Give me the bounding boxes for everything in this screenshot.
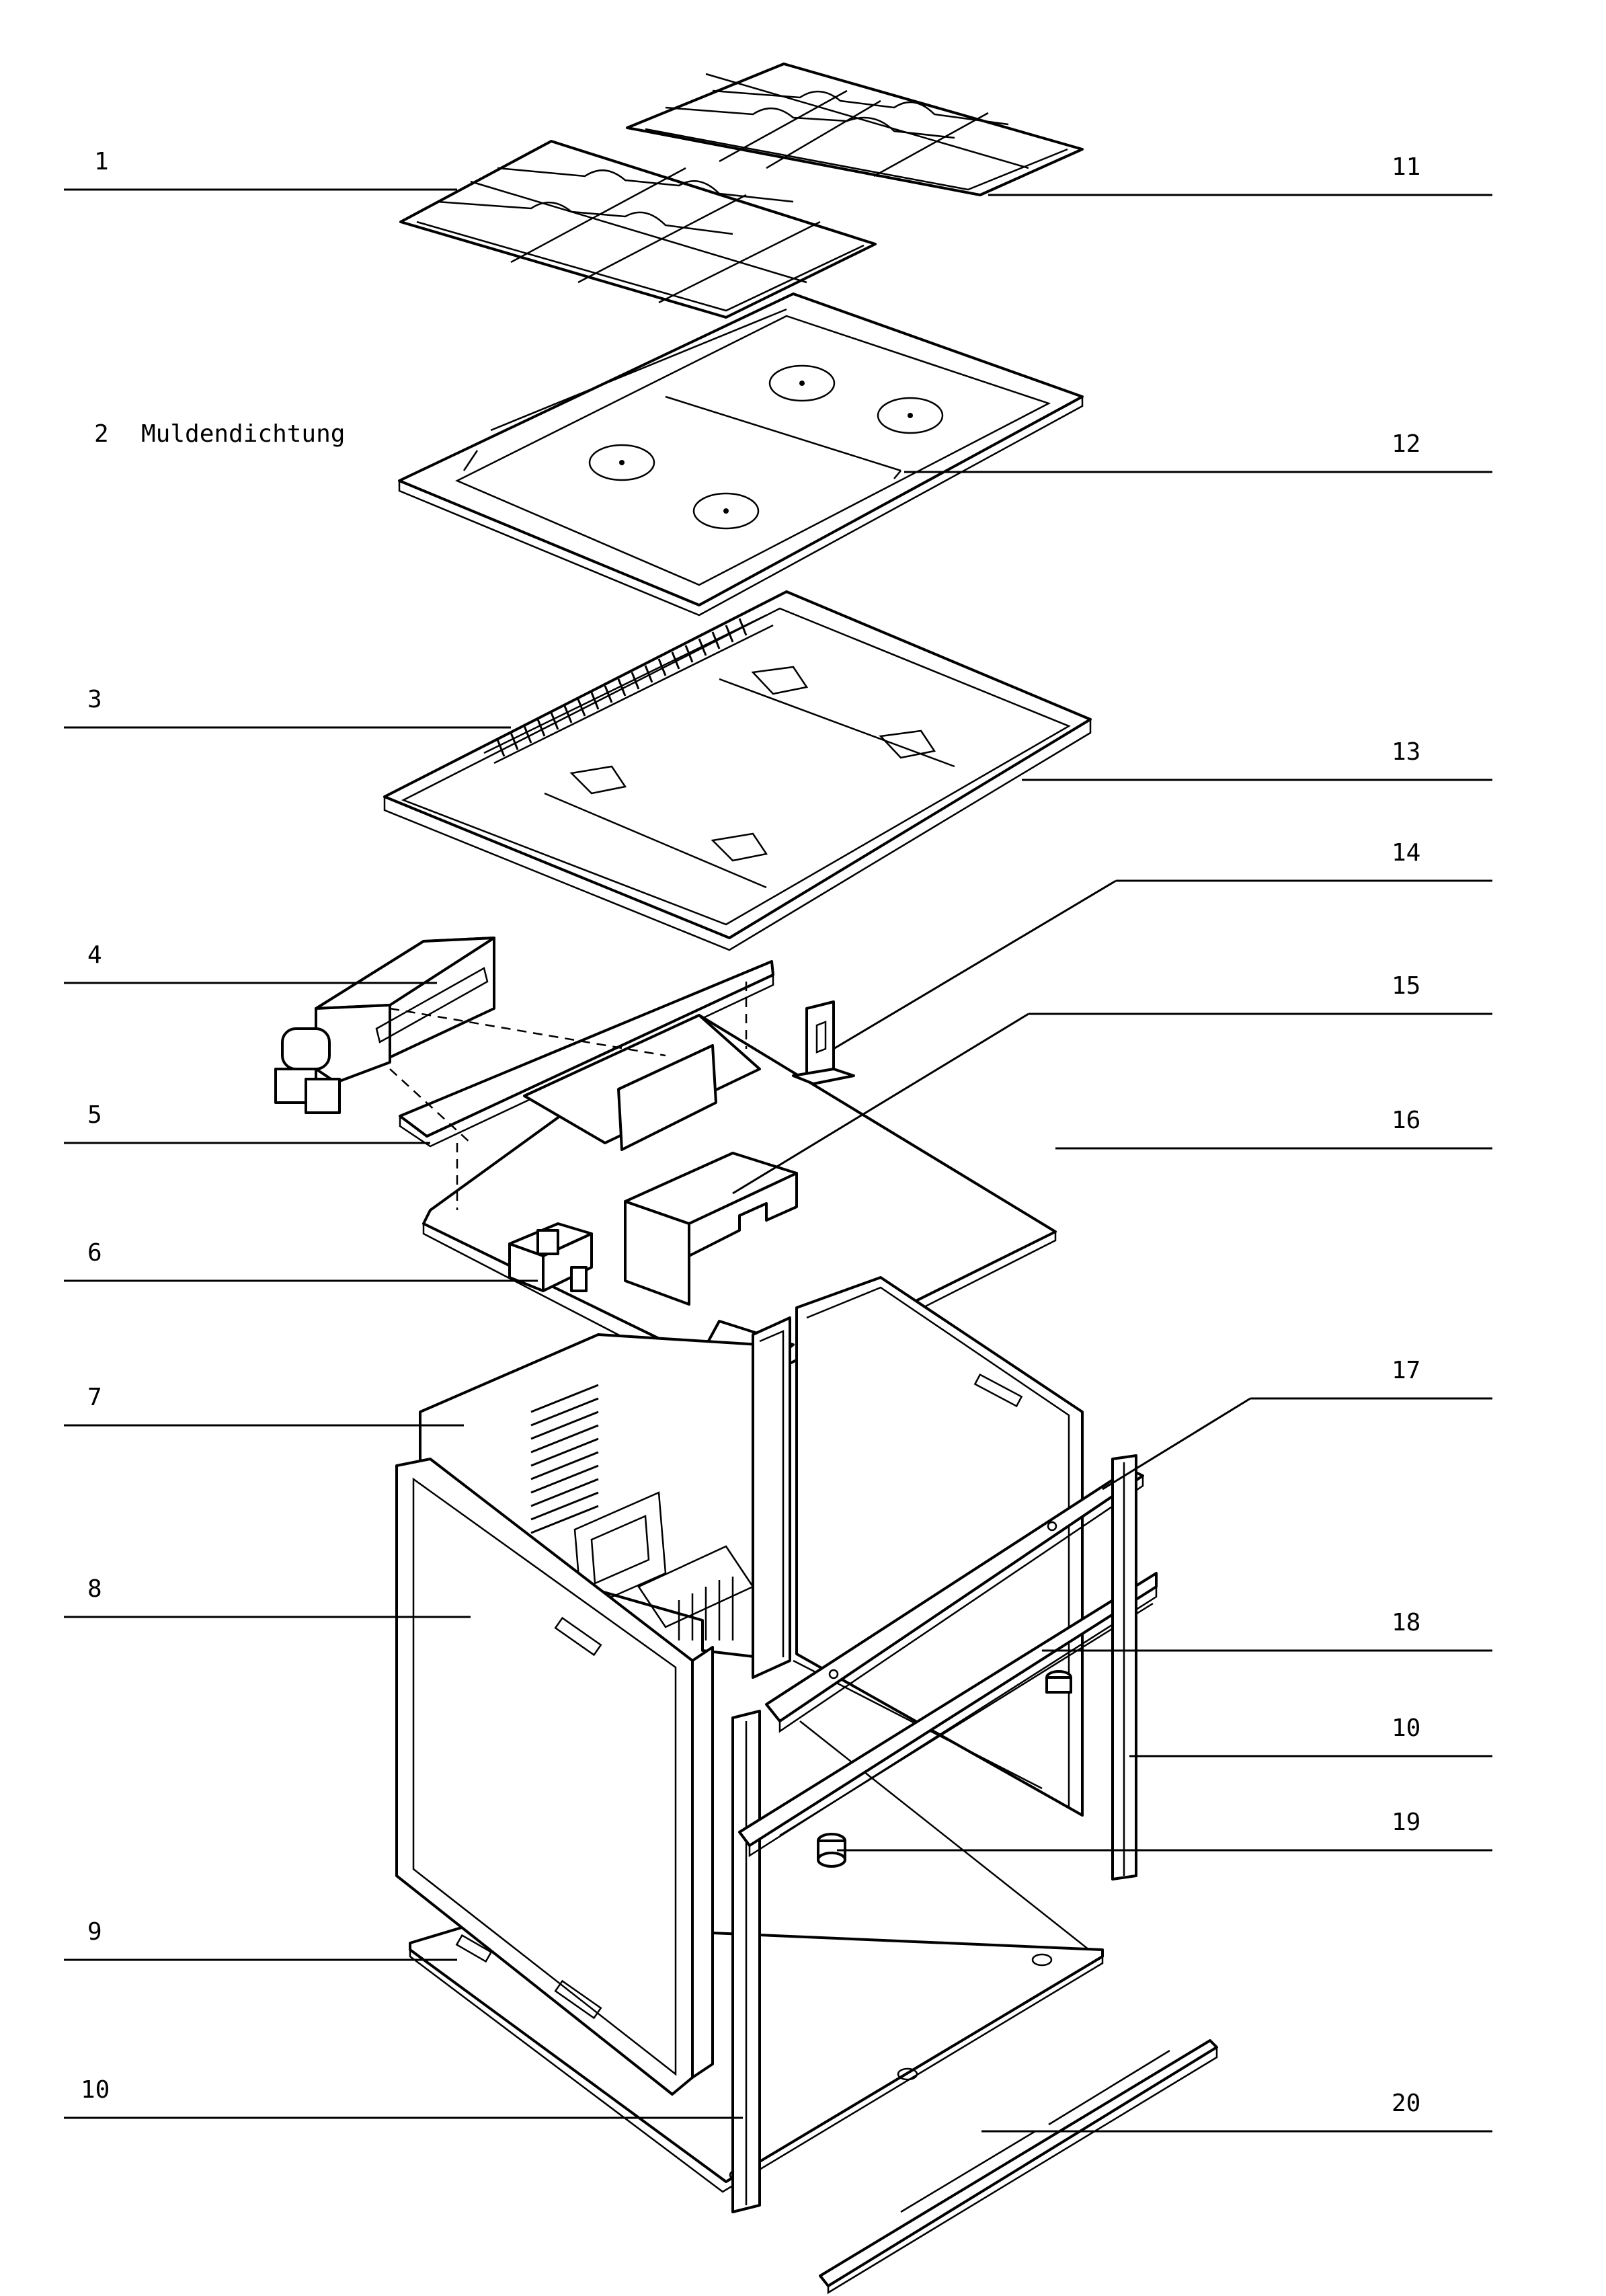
part-12-hob-top bbox=[398, 292, 1084, 617]
callout-9: 9 bbox=[87, 1918, 102, 1946]
part-19-foot bbox=[817, 1670, 1072, 1868]
part-20-plinth-strip bbox=[819, 2039, 1218, 2295]
callout-7: 7 bbox=[87, 1384, 102, 1411]
callout-4: 4 bbox=[87, 941, 102, 969]
leader-14b bbox=[833, 879, 1117, 1050]
callout-labels: 1 2 Muldendichtung 3 4 5 6 7 8 9 10 11 1… bbox=[81, 148, 1420, 2117]
callout-2: 2 bbox=[94, 420, 109, 448]
part-10-post-right bbox=[1111, 1454, 1137, 1881]
assembly-guide-lines bbox=[389, 982, 748, 1210]
callout-2-name: Muldendichtung bbox=[141, 420, 345, 448]
callout-20: 20 bbox=[1392, 2090, 1420, 2117]
callout-13: 13 bbox=[1392, 738, 1420, 766]
callout-14: 14 bbox=[1392, 839, 1420, 867]
callout-3: 3 bbox=[87, 686, 102, 713]
callout-16: 16 bbox=[1392, 1107, 1420, 1134]
callout-12: 12 bbox=[1392, 430, 1420, 458]
part-17-upper-rail bbox=[765, 1468, 1144, 1733]
part-10-post-left bbox=[731, 1710, 761, 2213]
part-4-control-unit bbox=[274, 937, 495, 1114]
callout-19: 19 bbox=[1392, 1809, 1420, 1836]
leader-17b bbox=[1102, 1397, 1251, 1491]
callout-8: 8 bbox=[87, 1575, 102, 1603]
part-13-hob-frame bbox=[383, 590, 1092, 951]
callout-18: 18 bbox=[1392, 1609, 1420, 1636]
callout-10b: 10 bbox=[1392, 1714, 1420, 1742]
part-6-switch bbox=[508, 1222, 593, 1292]
callout-17: 17 bbox=[1392, 1357, 1420, 1384]
callout-leaders bbox=[64, 188, 1492, 2133]
callout-1: 1 bbox=[94, 148, 109, 175]
part-15-cover-hood bbox=[624, 1152, 798, 1306]
callout-6: 6 bbox=[87, 1239, 102, 1267]
callout-10a: 10 bbox=[81, 2076, 110, 2104]
callout-5: 5 bbox=[87, 1101, 102, 1129]
part-14-bracket bbox=[792, 1000, 855, 1085]
part-11-pan-support-right bbox=[626, 63, 1084, 196]
part-18-front-rail bbox=[738, 1572, 1158, 1858]
callout-15: 15 bbox=[1392, 972, 1420, 1000]
callout-11: 11 bbox=[1392, 153, 1420, 181]
part-5-mounting-rail bbox=[399, 960, 774, 1148]
part-1-pan-support-left bbox=[399, 140, 877, 319]
leader-15b bbox=[732, 1013, 1029, 1195]
